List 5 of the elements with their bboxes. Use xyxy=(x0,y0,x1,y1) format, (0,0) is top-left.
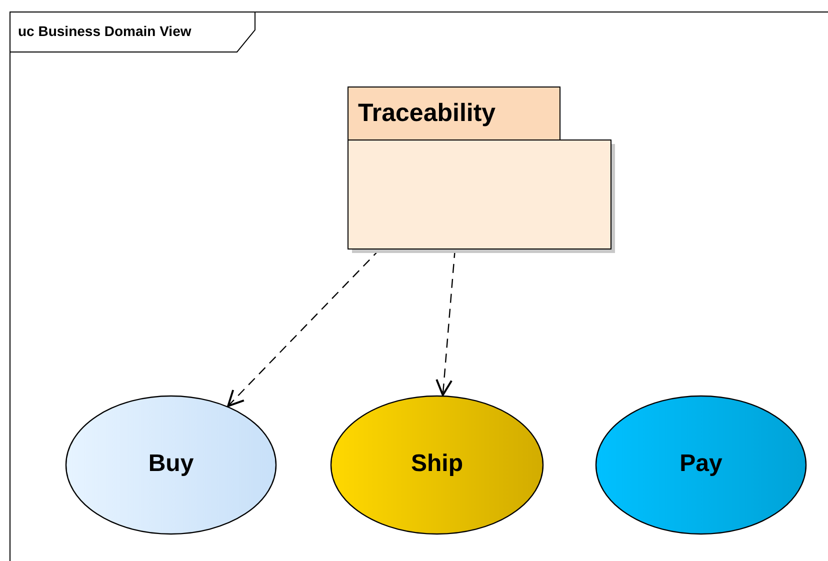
use-case-name: Buy xyxy=(148,450,194,478)
use-case-name: Pay xyxy=(680,450,722,478)
use-case-name: Ship xyxy=(411,450,463,478)
frame-title: uc Business Domain View xyxy=(18,23,192,39)
package-name: Traceability xyxy=(358,99,496,128)
